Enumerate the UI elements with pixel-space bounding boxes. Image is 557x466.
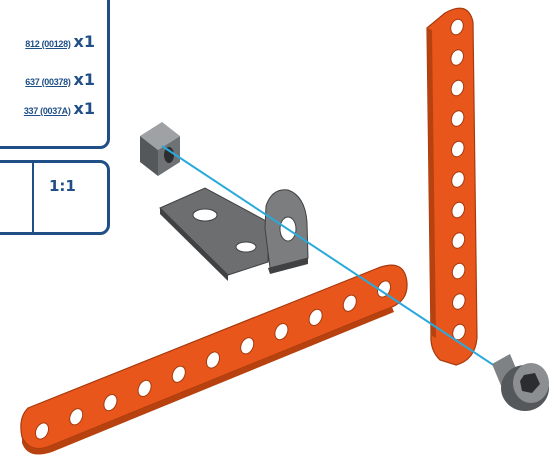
parts-list-item: 637 (00378) x1	[25, 70, 95, 89]
strip-hole	[376, 280, 392, 298]
part-quantity: x1	[73, 32, 95, 51]
strip-hole	[205, 351, 221, 369]
parts-list-panel: 812 (00128) x1 637 (00378) x1 337 (0037A…	[0, 0, 110, 149]
assembly-axis-line	[161, 145, 511, 377]
strip-hole	[451, 262, 466, 280]
strip-hole	[451, 171, 465, 188]
strip-hole	[103, 393, 118, 412]
strip-hole	[450, 49, 464, 66]
strip-hole	[34, 422, 50, 440]
socket-head-bolt	[492, 354, 549, 411]
part-quantity: x1	[73, 99, 95, 118]
strip-hole	[450, 110, 465, 127]
strip-hole	[450, 18, 464, 36]
angle-bracket	[159, 187, 309, 281]
strip-hole	[452, 293, 466, 310]
strip-hole	[274, 322, 289, 341]
strip-hole	[171, 365, 186, 383]
part-quantity: x1	[73, 70, 95, 89]
strip-hole	[69, 408, 84, 426]
strip-hole	[451, 232, 466, 249]
vertical-perforated-strip	[426, 7, 478, 366]
square-nut	[140, 122, 180, 176]
part-code: 812 (00128)	[25, 39, 71, 49]
parts-list-item: 337 (0037A) x1	[24, 99, 95, 118]
diagonal-perforated-strip	[20, 264, 408, 455]
strip-hole	[240, 337, 255, 355]
scale-label: 1:1	[49, 177, 76, 195]
strip-hole	[450, 79, 465, 97]
part-code: 637 (00378)	[25, 77, 71, 87]
strip-hole	[342, 294, 357, 312]
strip-hole	[451, 140, 465, 158]
strip-hole	[137, 379, 152, 398]
scale-box: 1:1	[0, 160, 110, 235]
parts-list-item: 812 (00128) x1	[25, 32, 95, 51]
strip-hole	[308, 308, 323, 327]
part-code: 337 (0037A)	[23, 106, 71, 116]
scale-divider	[32, 163, 34, 232]
strip-hole	[451, 201, 465, 219]
